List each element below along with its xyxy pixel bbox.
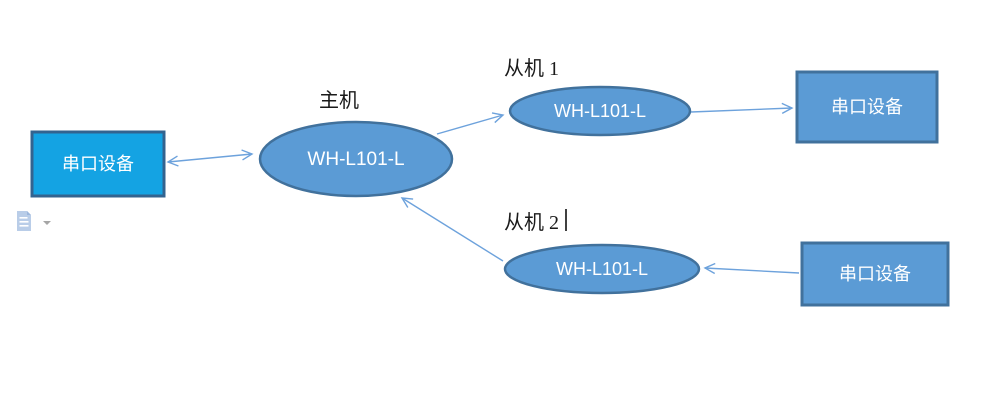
- master-role-label[interactable]: 主机: [319, 89, 359, 112]
- serial-device-bottom-right-label: 串口设备: [839, 264, 911, 284]
- connector-serial-left-master[interactable]: [166, 149, 254, 167]
- paste-options-dropdown-icon[interactable]: [43, 221, 51, 225]
- serial-device-top-right-label: 串口设备: [831, 97, 903, 117]
- paste-icon-line: [19, 217, 28, 219]
- connector-slave1-serial-top-right[interactable]: [690, 102, 794, 115]
- serial-device-bottom-right-box[interactable]: [800, 241, 950, 307]
- paste-options-page-fold: [27, 211, 31, 215]
- connector-slave2-master[interactable]: [400, 197, 504, 262]
- serial-device-left-label: 串口设备: [62, 154, 134, 174]
- serial-device-left-box[interactable]: [30, 130, 166, 198]
- paste-icon-line: [19, 221, 29, 223]
- slave1-role-label[interactable]: 从机 1: [504, 57, 559, 80]
- connector-master-slave1[interactable]: [436, 112, 505, 135]
- paste-icon-line: [19, 225, 29, 227]
- serial-device-top-right-box[interactable]: [795, 70, 939, 144]
- connector-serial-bottom-right-slave2[interactable]: [703, 262, 800, 275]
- slave1-node-ellipse[interactable]: [508, 85, 692, 137]
- paste-options-button[interactable]: [17, 211, 51, 231]
- master-node-device-name: WH-L101-L: [307, 149, 404, 170]
- slave2-node-device-name: WH-L101-L: [556, 259, 648, 279]
- slave2-node-ellipse[interactable]: [503, 243, 701, 295]
- paste-options-icon: [17, 211, 31, 231]
- slave2-role-label[interactable]: 从机 2: [504, 211, 559, 234]
- master-node-ellipse[interactable]: [258, 120, 454, 198]
- slave1-node-device-name: WH-L101-L: [554, 101, 646, 121]
